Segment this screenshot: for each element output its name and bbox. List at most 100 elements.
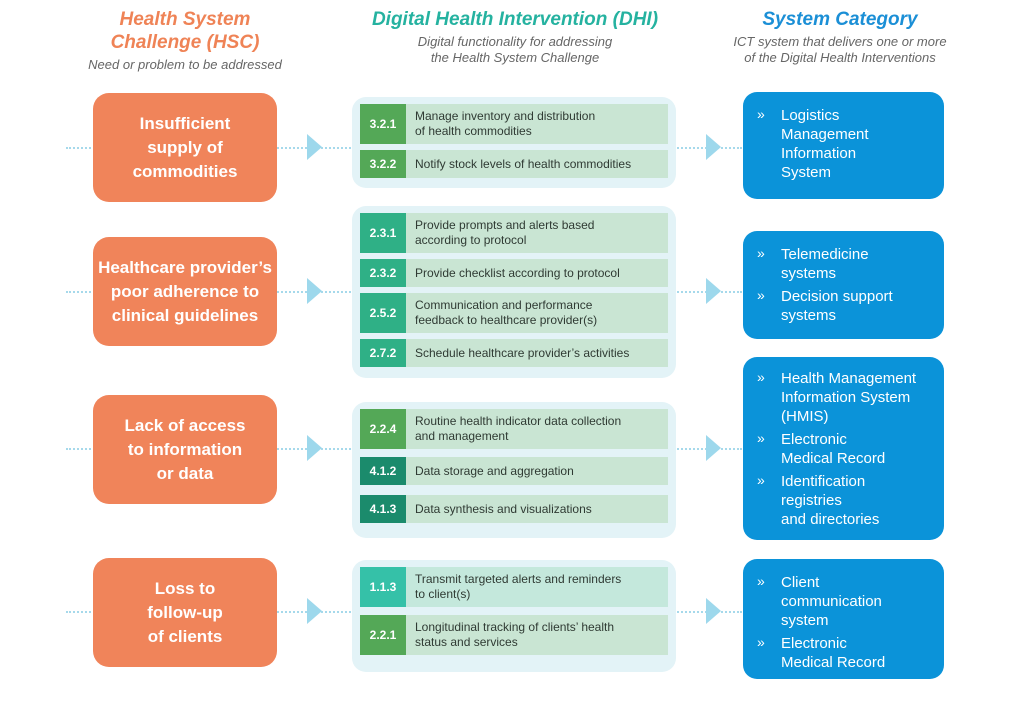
hsc-header-title-line: Health System [119,9,251,30]
dhi-item: 2.3.1 Provide prompts and alerts based a… [360,213,668,253]
dhi-description: Provide prompts and alerts based accordi… [406,213,668,253]
system-item: » Electronic Medical Record [755,430,934,468]
dhi-description-line: Communication and performance [415,298,593,312]
hsc-text-line: to information [127,439,243,459]
hsc-text-line: Insufficient [139,113,231,133]
dhi-header-subtitle-line: the Health System Challenge [430,50,600,65]
system-text-line: Client [781,574,820,591]
arrow-right-icon [307,435,322,461]
system-text-line: systems [781,265,837,282]
system-item: » Electronic Medical Record [755,634,934,672]
dhi-item: 2.2.1 Longitudinal tracking of clients’ … [360,615,668,655]
dhi-description-line: of health commodities [415,124,532,138]
dhi-code-badge: 4.1.2 [360,457,406,485]
dhi-description-line: Routine health indicator data collection [415,414,622,428]
system-text-line: (HMIS) [781,408,829,425]
system-text-line: Information System [781,389,911,406]
dhi-panel-supply: 3.2.1 Manage inventory and distribution … [352,97,676,188]
bullet-icon: » [757,573,765,589]
bullet-icon: » [757,106,765,122]
arrow-right-icon [706,278,721,304]
system-header-subtitle-line: ICT system that delivers one or more [733,34,947,49]
system-box-telemedicine: » Telemedicine systems » Decision suppor… [743,231,944,339]
dhi-item: 3.2.2 Notify stock levels of health comm… [360,150,668,178]
hsc-header-subtitle: Need or problem to be addressed [88,57,282,72]
dhi-description-line: Longitudinal tracking of clients’ health [415,620,615,634]
arrow-right-icon [706,435,721,461]
system-item: » Client communication system [755,573,934,630]
system-text-line: Medical Record [781,654,886,671]
hsc-text-line: clinical guidelines [111,305,259,325]
dhi-item: 2.7.2 Schedule healthcare provider’s act… [360,339,668,367]
system-item: » Telemedicine systems [755,245,934,283]
dhi-item: 2.3.2 Provide checklist according to pro… [360,259,668,287]
arrow-right-icon [307,278,322,304]
system-text-line: Information [781,145,857,162]
dhi-description: Notify stock levels of health commoditie… [406,150,668,178]
hsc-text-line: of clients [147,626,223,646]
dhi-header-title: Digital Health Intervention (DHI) [371,9,659,30]
system-column-header: System Category ICT system that delivers… [700,8,980,66]
system-text-line: system [781,612,829,629]
dhi-code-badge: 2.5.2 [360,293,406,333]
system-text-line: Medical Record [781,450,886,467]
dhi-item: 4.1.2 Data storage and aggregation [360,457,668,485]
dhi-description-line: Data synthesis and visualizations [415,501,592,516]
system-box-client-communication: » Client communication system » Electron… [743,559,944,679]
dhi-description: Data synthesis and visualizations [406,495,668,523]
system-text-line: Logistics [781,107,840,124]
dhi-description-line: to client(s) [415,587,471,601]
dhi-panel-follow-up: 1.1.3 Transmit targeted alerts and remin… [352,560,676,672]
dhi-description-line: Provide prompts and alerts based [415,218,595,232]
hsc-column-header: Health System Challenge (HSC) Need or pr… [40,8,330,73]
dhi-code-badge: 2.2.1 [360,615,406,655]
hsc-header-title-line: Challenge (HSC) [110,32,260,53]
dhi-code-badge: 3.2.2 [360,150,406,178]
dhi-column-header: Digital Health Intervention (DHI) Digita… [350,8,680,66]
dhi-description: Communication and performance feedback t… [406,293,668,333]
dhi-code-badge: 2.7.2 [360,339,406,367]
system-text-line: Telemedicine [781,246,869,263]
system-box-hmis: » Health Management Information System (… [743,357,944,540]
dhi-description: Longitudinal tracking of clients’ health… [406,615,668,655]
arrow-right-icon [307,134,322,160]
system-text-line: Electronic [781,431,847,448]
dhi-panel-information: 2.2.4 Routine health indicator data coll… [352,402,676,538]
system-text-line: Health Management [781,370,917,387]
system-text-line: Management [781,126,869,143]
bullet-icon: » [757,245,765,261]
dhi-item: 4.1.3 Data synthesis and visualizations [360,495,668,523]
dhi-code-badge: 2.3.1 [360,213,406,253]
bullet-icon: » [757,634,765,650]
dhi-description-line: Data storage and aggregation [415,463,574,478]
dhi-description: Provide checklist according to protocol [406,259,668,287]
hsc-text-line: Loss to [154,578,216,598]
hsc-text-line: Healthcare provider’s [98,257,272,277]
bullet-icon: » [757,287,765,303]
hsc-box-provider-adherence: Healthcare provider’s poor adherence to … [93,237,277,346]
hsc-text-line: commodities [132,161,238,181]
system-text-line: Electronic [781,635,847,652]
dhi-code-badge: 3.2.1 [360,104,406,144]
bullet-icon: » [757,369,765,385]
dhi-header-subtitle-line: Digital functionality for addressing [417,34,613,49]
dhi-description-line: Manage inventory and distribution [415,109,596,123]
system-header-subtitle-line: of the Digital Health Interventions [744,50,936,65]
dhi-item: 2.5.2 Communication and performance feed… [360,293,668,333]
arrow-right-icon [706,598,721,624]
hsc-text-line: poor adherence to [110,281,260,301]
arrow-right-icon [307,598,322,624]
dhi-description-line: according to protocol [415,233,527,247]
dhi-item: 1.1.3 Transmit targeted alerts and remin… [360,567,668,607]
hsc-box-loss-to-follow-up: Loss to follow-up of clients [93,558,277,667]
dhi-item: 2.2.4 Routine health indicator data coll… [360,409,668,449]
dhi-description-line: feedback to healthcare provider(s) [415,313,598,327]
dhi-description-line: Notify stock levels of health commoditie… [415,156,632,171]
dhi-description-line: status and services [415,635,518,649]
dhi-code-badge: 4.1.3 [360,495,406,523]
system-box-logistics: » Logistics Management Information Syste… [743,92,944,199]
system-item: » Logistics Management Information Syste… [755,106,934,182]
system-text-line: communication [781,593,882,610]
dhi-description-line: and management [415,429,509,443]
arrow-right-icon [706,134,721,160]
